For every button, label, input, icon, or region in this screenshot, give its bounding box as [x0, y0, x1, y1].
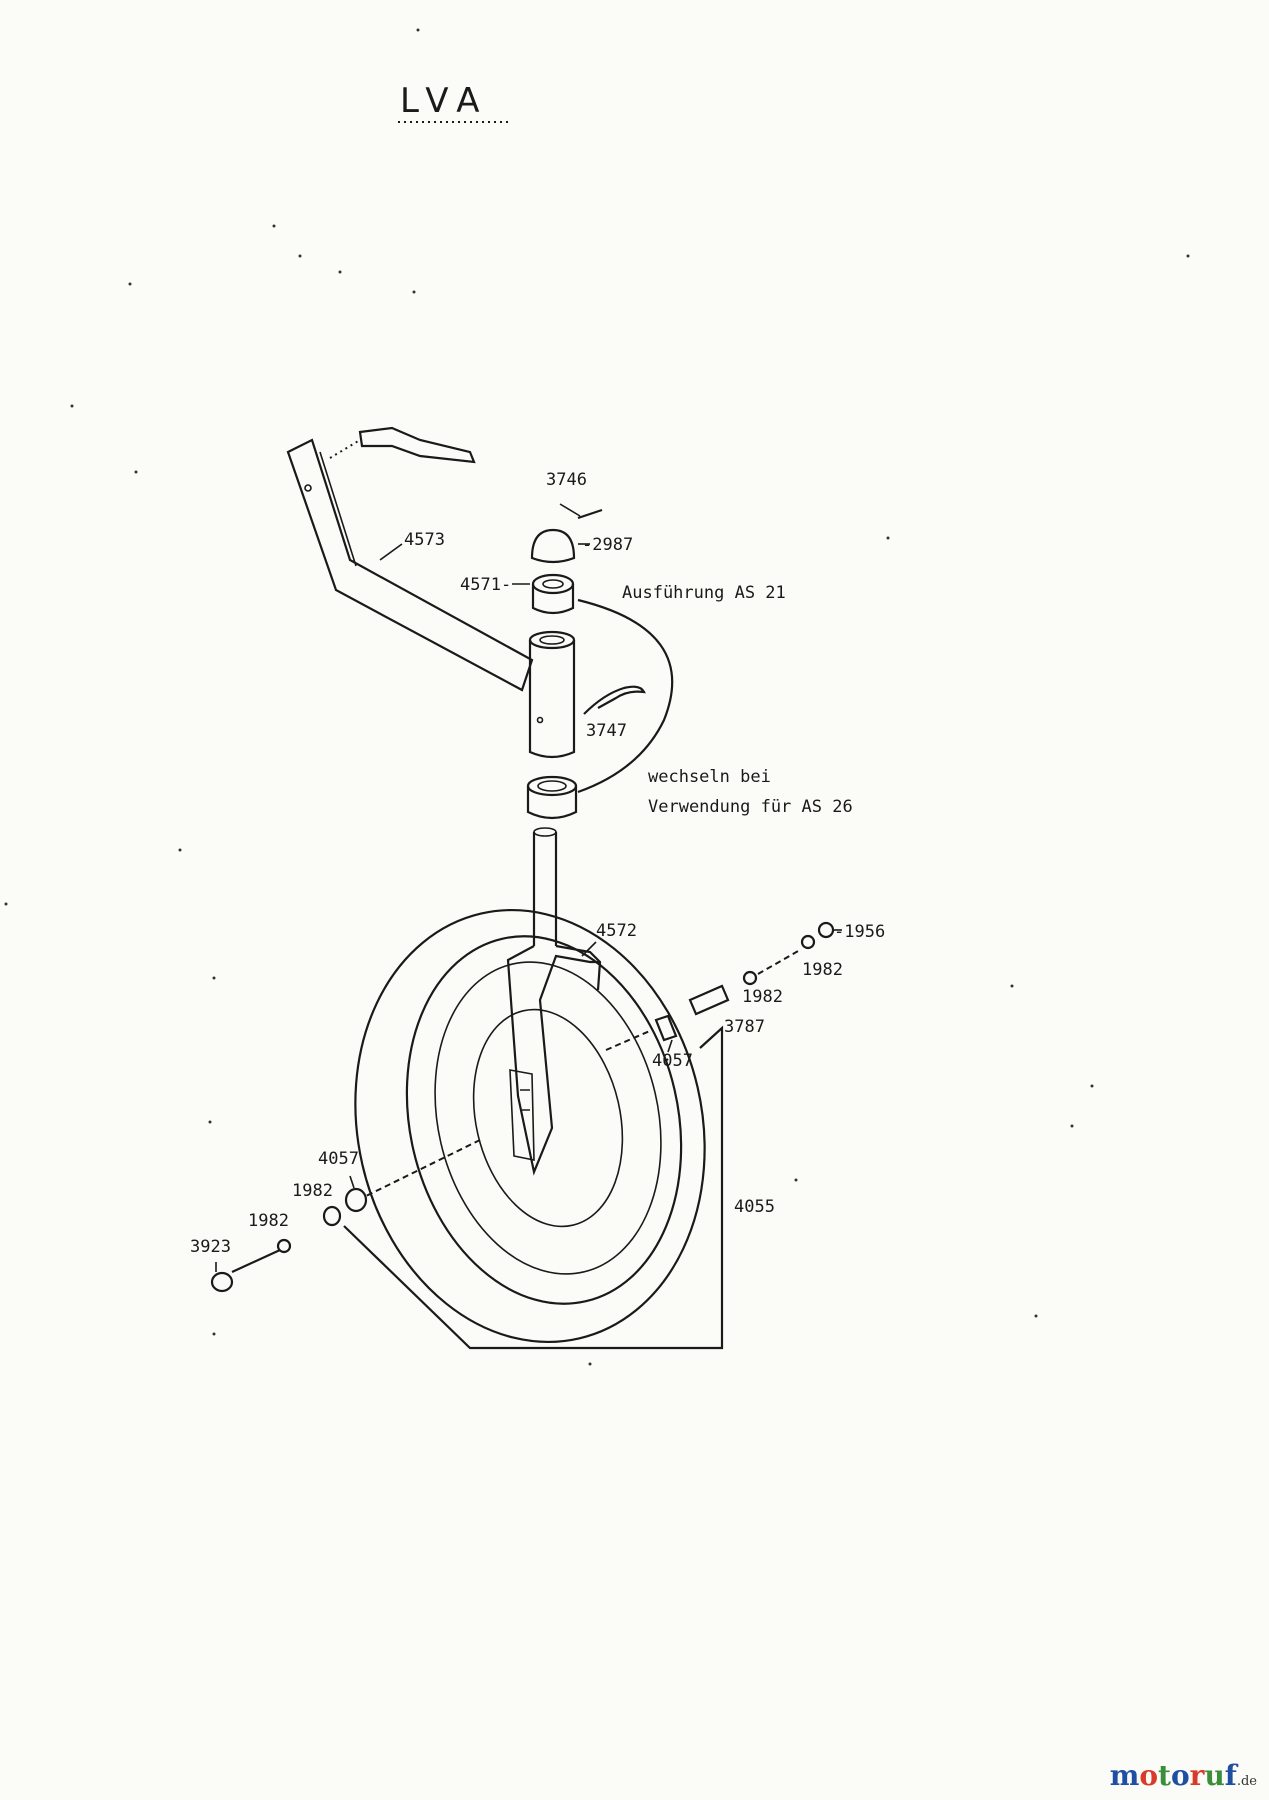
part-label-1982-left-upper: 1982 — [292, 1181, 333, 1201]
swap-note-line1: wechseln bei — [648, 767, 771, 787]
crank-handle-part — [286, 426, 534, 692]
bushing-part — [531, 573, 575, 615]
part-label-3746: 3746 — [546, 470, 587, 490]
part-label-4572: 4572 — [596, 921, 637, 941]
brand-watermark: motoruf.de — [1110, 1759, 1257, 1792]
part-label-1956: -1956 — [834, 922, 885, 942]
watermark-brand: motoruf — [1109, 1759, 1237, 1792]
part-label-1982-mid: 1982 — [742, 987, 783, 1007]
assembly-bracket — [343, 1025, 724, 1350]
upper-tube-part — [528, 630, 576, 759]
part-label-4571: 4571- — [460, 575, 511, 595]
part-label-4573: 4573 — [404, 530, 445, 550]
part-label-3747: 3747 — [586, 721, 627, 741]
watermark-suffix: .de — [1236, 1774, 1257, 1789]
part-label-4055: 4055 — [734, 1197, 775, 1217]
version-bracket — [577, 598, 674, 794]
axle-left-parts — [210, 1139, 481, 1293]
part-label-2987: -2987 — [582, 535, 633, 555]
wheel-fork-part — [506, 827, 602, 1176]
part-label-4057-left: 4057 — [318, 1149, 359, 1169]
alt-bushing-part — [526, 775, 578, 820]
version-note: Ausführung AS 21 — [622, 583, 786, 603]
part-label-4057-right: 4057 — [652, 1051, 693, 1071]
part-label-1982-upper: 1982 — [802, 960, 843, 980]
diagram-title: LVA — [400, 81, 490, 121]
part-label-1982-left-lower: 1982 — [248, 1211, 289, 1231]
cap-part — [530, 528, 576, 564]
part-label-3923: 3923 — [190, 1237, 231, 1257]
wheel-part — [354, 908, 706, 1344]
axle-right-parts — [605, 921, 835, 1051]
part-label-3787: 3787 — [724, 1017, 765, 1037]
swap-note-line2: Verwendung für AS 26 — [648, 797, 853, 817]
snap-ring-part — [577, 508, 603, 520]
scan-speckles — [4, 28, 1190, 1366]
spring-clip-part — [583, 685, 646, 715]
